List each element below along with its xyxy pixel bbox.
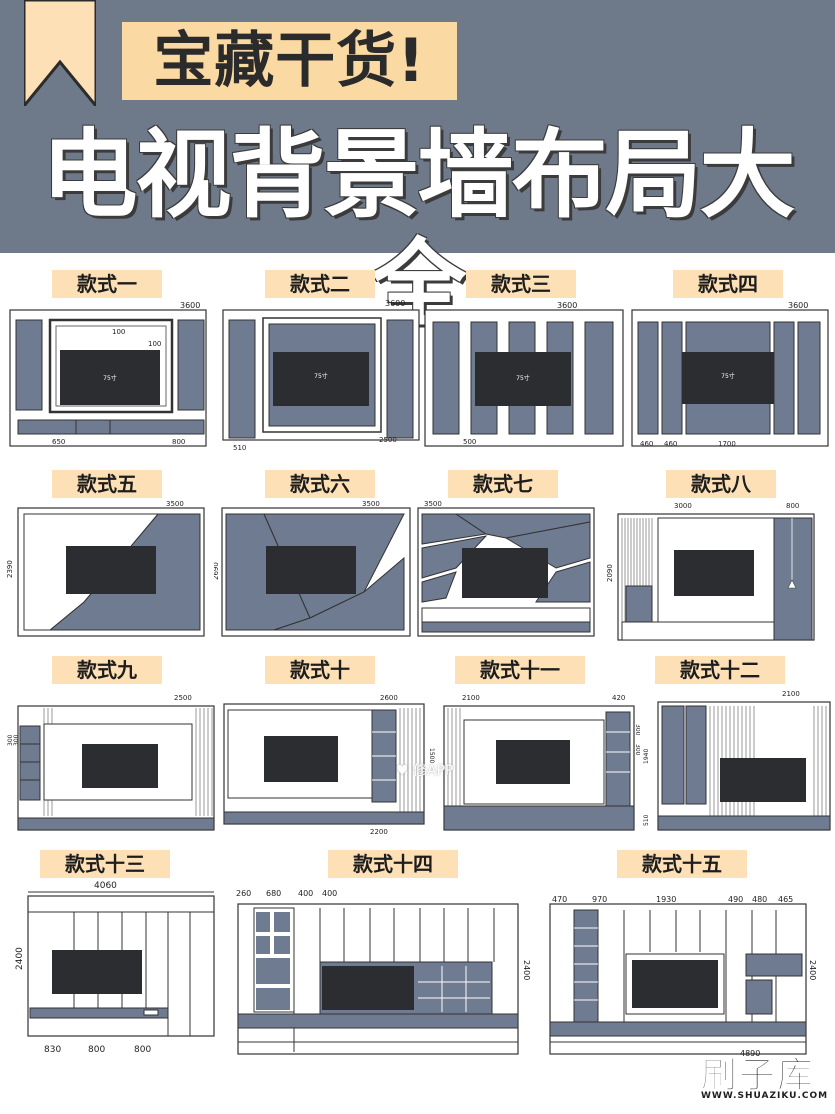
svg-text:4890: 4890: [740, 1049, 760, 1058]
style-label-4: 款式四: [673, 270, 783, 298]
svg-text:260: 260: [236, 889, 251, 898]
svg-text:2500: 2500: [379, 436, 397, 444]
svg-text:970: 970: [592, 895, 607, 904]
page-title: 电视背景墙布局大全: [41, 119, 796, 341]
svg-text:800: 800: [88, 1045, 105, 1055]
svg-text:480: 480: [752, 895, 767, 904]
svg-text:300: 300: [13, 734, 20, 746]
svg-text:75寸: 75寸: [721, 372, 735, 380]
svg-text:100: 100: [112, 328, 125, 336]
svg-text:1930: 1930: [656, 895, 676, 904]
style-label-14: 款式十四: [328, 850, 458, 878]
svg-text:3600: 3600: [180, 301, 200, 310]
svg-text:3600: 3600: [557, 301, 577, 310]
svg-text:2500: 2500: [174, 694, 192, 702]
style-label-11: 款式十一: [455, 656, 585, 684]
layout-diagram-8: 3000 800 2090: [606, 502, 815, 641]
svg-text:2400: 2400: [522, 960, 531, 980]
svg-text:100: 100: [148, 340, 161, 348]
layout-diagram-7: 3500 700: [416, 500, 595, 637]
svg-text:75寸: 75寸: [516, 374, 530, 382]
style-label-8: 款式八: [666, 470, 776, 498]
svg-text:75寸: 75寸: [314, 372, 328, 380]
svg-text:3500: 3500: [362, 500, 380, 508]
layout-diagram-15: 470 970 1930 490 480 465 2400 4890: [549, 895, 817, 1058]
svg-text:2200: 2200: [370, 828, 388, 836]
svg-text:3500: 3500: [166, 500, 184, 508]
svg-text:830: 830: [44, 1045, 61, 1055]
bookmark-icon: [24, 0, 96, 106]
svg-text:3600: 3600: [385, 300, 405, 308]
svg-text:3000: 3000: [674, 502, 692, 510]
svg-text:500: 500: [463, 438, 476, 446]
svg-text:490: 490: [728, 895, 743, 904]
subtitle-text: 宝藏干货!: [153, 26, 426, 96]
style-label-6: 款式六: [265, 470, 375, 498]
style-label-1: 款式一: [52, 270, 162, 298]
style-label-7: 款式七: [448, 470, 558, 498]
style-label-9: 款式九: [52, 656, 162, 684]
layout-diagram-4: 75寸 3600 460 460 1700: [631, 301, 829, 448]
svg-text:800: 800: [172, 438, 185, 446]
svg-text:460: 460: [664, 440, 677, 448]
svg-text:1700: 1700: [718, 440, 736, 448]
style-label-12: 款式十二: [655, 656, 785, 684]
layout-diagram-3: 75寸 3600 500: [424, 301, 624, 447]
heart-icon: ♥: [396, 763, 409, 779]
style-label-5: 款式五: [52, 470, 162, 498]
layout-diagram-1: 75寸 3600 100 100 650 800: [9, 301, 207, 447]
style-label-10: 款式十: [265, 656, 375, 684]
svg-text:800: 800: [134, 1045, 151, 1055]
layout-diagram-12: 2100 1940 510: [643, 690, 831, 831]
style-label-3: 款式三: [466, 270, 576, 298]
watermark-logo: 刷子库 WWW.SHUAZIKU.COM: [700, 1055, 829, 1102]
svg-text:650: 650: [52, 438, 65, 446]
svg-text:680: 680: [266, 889, 281, 898]
layout-diagram-11: 2100 420 300 300: [443, 694, 640, 831]
layout-diagram-14: 260 680 400 400 2400: [236, 889, 531, 1055]
svg-text:510: 510: [233, 444, 246, 450]
svg-text:2390: 2390: [6, 560, 14, 578]
svg-text:300: 300: [634, 744, 640, 756]
svg-text:420: 420: [612, 694, 625, 702]
subtitle-highlight: [122, 22, 457, 100]
svg-text:3500: 3500: [424, 500, 442, 508]
svg-text:2100: 2100: [462, 694, 480, 702]
style-label-13: 款式十三: [40, 850, 170, 878]
svg-text:4060: 4060: [94, 881, 117, 891]
layout-diagram-6: 3500 2690: [214, 500, 411, 637]
layout-diagram-2: 75寸 3600 510 2500: [222, 300, 420, 450]
svg-text:2600: 2600: [380, 694, 398, 702]
svg-text:3600: 3600: [788, 301, 808, 310]
svg-text:300: 300: [634, 724, 640, 736]
svg-text:2690: 2690: [214, 562, 220, 580]
tv-screen: [60, 350, 160, 405]
layout-diagram-5: 3500 2390: [6, 500, 205, 637]
svg-text:2400: 2400: [808, 960, 817, 980]
svg-text:2400: 2400: [15, 947, 25, 970]
svg-text:2090: 2090: [606, 564, 614, 582]
layout-diagram-9: 2500 300 300: [7, 694, 215, 831]
svg-text:460: 460: [640, 440, 653, 448]
svg-text:470: 470: [552, 895, 567, 904]
svg-text:1500: 1500: [428, 748, 435, 763]
svg-text:2100: 2100: [782, 690, 800, 698]
layout-diagram-10: 2600 1500 2200: [223, 694, 435, 836]
svg-text:700: 700: [416, 528, 418, 540]
svg-text:510: 510: [643, 814, 650, 826]
style-label-2: 款式二: [265, 270, 375, 298]
style-label-15: 款式十五: [617, 850, 747, 878]
watermark-overlay: ♥ 修APP: [396, 763, 454, 779]
svg-text:1940: 1940: [643, 749, 650, 764]
svg-text:465: 465: [778, 895, 793, 904]
svg-text:300: 300: [7, 734, 14, 746]
svg-text:800: 800: [786, 502, 799, 510]
layout-diagram-13: 4060 2400 830 800 800: [15, 881, 215, 1055]
svg-text:400: 400: [322, 889, 337, 898]
svg-text:400: 400: [298, 889, 313, 898]
svg-text:75寸: 75寸: [103, 374, 117, 382]
